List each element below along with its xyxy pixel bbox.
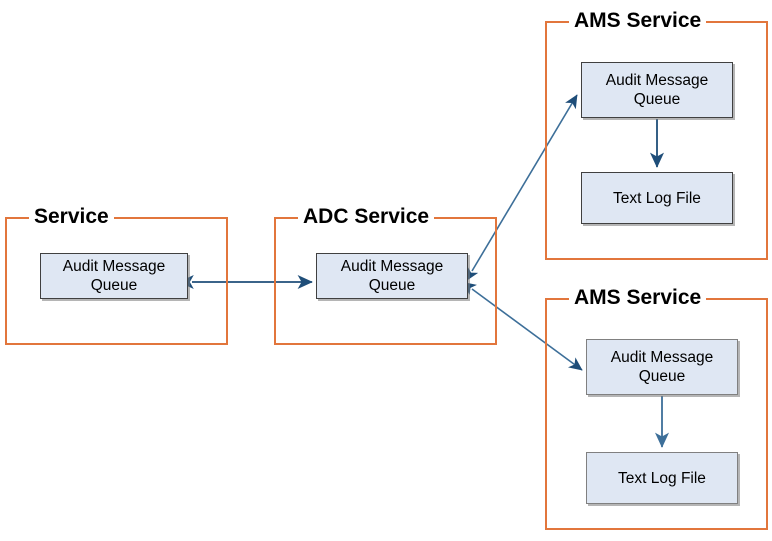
node-ams-bottom-audit-message-queue: Audit Message Queue xyxy=(586,339,738,395)
node-label-line1: Audit Message xyxy=(340,258,444,275)
group-adc-service-title: ADC Service xyxy=(298,204,435,230)
node-label-line2: Queue xyxy=(90,277,138,294)
group-adc-service: ADC Service xyxy=(274,204,497,345)
node-label-line1: Text Log File xyxy=(613,189,701,207)
node-label-line1: Audit Message xyxy=(610,349,714,366)
node-label-line1: Text Log File xyxy=(618,469,706,487)
node-adc-audit-message-queue: Audit Message Queue xyxy=(316,253,468,299)
group-ams-service-bottom-title: AMS Service xyxy=(569,285,707,311)
group-ams-service-bottom: AMS Service xyxy=(545,285,768,530)
node-label-line2: Queue xyxy=(638,368,686,385)
node-label-line1: Audit Message xyxy=(605,72,709,89)
group-ams-service-top: AMS Service xyxy=(545,8,768,260)
group-service-title: Service xyxy=(29,204,114,230)
node-label-line2: Queue xyxy=(633,91,681,108)
group-service: Service xyxy=(5,204,228,345)
node-label-line1: Audit Message xyxy=(62,258,166,275)
group-ams-service-top-title: AMS Service xyxy=(569,8,707,34)
node-ams-bottom-text-log-file: Text Log File xyxy=(586,452,738,504)
node-ams-top-audit-message-queue: Audit Message Queue xyxy=(581,62,733,118)
node-ams-top-text-log-file: Text Log File xyxy=(581,172,733,224)
node-label-line2: Queue xyxy=(368,277,416,294)
node-service-audit-message-queue: Audit Message Queue xyxy=(40,253,188,299)
